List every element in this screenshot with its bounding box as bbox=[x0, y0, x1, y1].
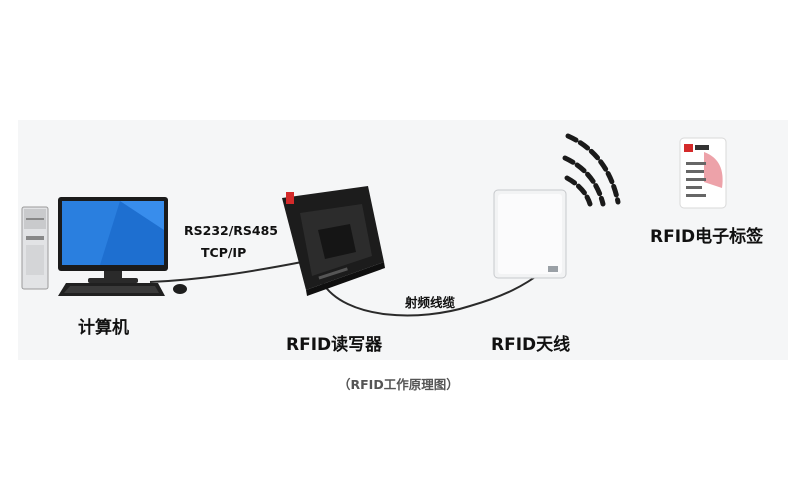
mouse-icon bbox=[173, 284, 187, 294]
computer-label: 计算机 bbox=[78, 318, 129, 338]
computer-tower-icon bbox=[21, 206, 49, 290]
tag-label: RFID电子标签 bbox=[650, 227, 764, 247]
antenna-label: RFID天线 bbox=[491, 335, 571, 355]
protocol-net-label: TCP/IP bbox=[201, 245, 247, 260]
computer-reader-link bbox=[149, 261, 303, 283]
reader-label: RFID读写器 bbox=[286, 335, 383, 355]
radio-wave-icon bbox=[562, 133, 621, 207]
protocol-serial-label: RS232/RS485 bbox=[184, 223, 279, 238]
computer-monitor-icon bbox=[58, 197, 168, 283]
rf-cable bbox=[321, 271, 543, 317]
diagram-caption: （RFID工作原理图） bbox=[338, 377, 459, 392]
rfid-reader-icon bbox=[282, 186, 385, 296]
keyboard-icon bbox=[58, 283, 165, 296]
rfid-tag-card-icon bbox=[679, 137, 727, 209]
cable-label: 射频线缆 bbox=[405, 295, 456, 310]
rfid-antenna-icon bbox=[493, 189, 567, 279]
